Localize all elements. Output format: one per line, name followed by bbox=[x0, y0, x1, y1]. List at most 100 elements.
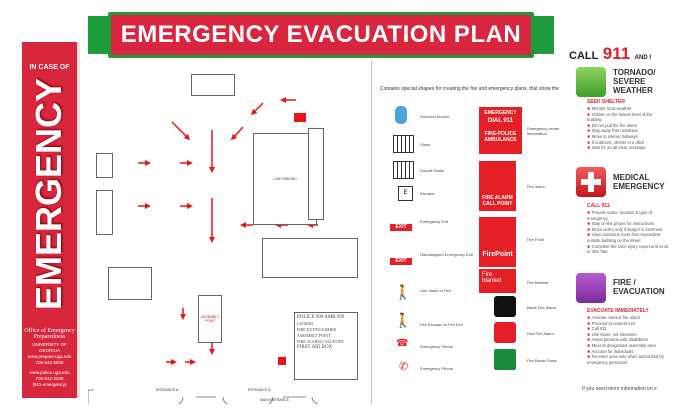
medical-list: Provide name, location & type of emergen… bbox=[587, 210, 669, 255]
list-item: Meet at designated assembly area bbox=[587, 343, 671, 349]
tornado-list: Monitor local weatherShelter on the lowe… bbox=[587, 106, 667, 151]
phone-icon: ☎ bbox=[396, 338, 409, 349]
legend-item: Black Fire Alarm bbox=[527, 305, 557, 310]
elevator-icon: E bbox=[398, 186, 413, 201]
list-item: If outdoors, shelter in a ditch bbox=[587, 140, 667, 146]
list-item: Account for individuals bbox=[587, 349, 671, 355]
stairs-icon bbox=[393, 135, 414, 153]
double-stairs-icon bbox=[393, 161, 414, 179]
section-title: FIRE / EVACUATION bbox=[613, 278, 665, 296]
legend-item: Fire Break Glass bbox=[527, 358, 557, 363]
list-item: Wait for an all-clear message bbox=[587, 145, 667, 151]
fire-alarm-legend: FIRE ALARM CALLPOINT bbox=[297, 339, 345, 344]
list-item: Provide name, location & type of emergen… bbox=[587, 210, 669, 221]
offices-column bbox=[308, 128, 324, 220]
fire-escape-icon: 🚶 bbox=[394, 312, 412, 328]
sign-text: EMERGENCY bbox=[484, 110, 517, 116]
break-glass-icon bbox=[494, 349, 516, 370]
floor-plan: CAR PARKING ASSEMBLY POINT ENTRANCE A EN… bbox=[88, 60, 372, 404]
parking-building: CAR PARKING bbox=[253, 133, 317, 225]
legend-item: Handicapped Emergency Exit bbox=[420, 252, 473, 257]
fire-alarm-sign: FIRE ALARM CALL POINT bbox=[479, 161, 516, 211]
legend-item: Use Stairs In Fire bbox=[420, 288, 451, 293]
emergency-guide: CALL 911 AND I TORNADO/ SEVERE WEATHER S… bbox=[565, 40, 680, 411]
banner-title: EMERGENCY EVACUATION PLAN bbox=[108, 12, 534, 58]
legend-item: Fire Escape on Fire Exit bbox=[420, 322, 463, 327]
legend-item: Emergency Phone bbox=[420, 366, 453, 371]
legend-item: Stairs bbox=[420, 142, 431, 147]
call-911-sub: CALL 911 bbox=[587, 203, 610, 209]
handset-icon: ✆ bbox=[399, 361, 409, 373]
legend-item: Direction Arrows bbox=[420, 114, 450, 119]
legend-item: Fire Point bbox=[527, 237, 545, 242]
list-item: Shelter on the lowest level of the build… bbox=[587, 112, 667, 123]
medical-cross-icon bbox=[576, 167, 606, 197]
tornado-title: TORNADO/ SEVERE WEATHER bbox=[613, 68, 677, 95]
main-entrance-label: MAIN ENTRANCE bbox=[260, 398, 289, 402]
university-text: UNIVERSITY OF GEORGIA bbox=[32, 342, 67, 353]
room-a bbox=[96, 153, 113, 178]
emergency-exit-icon: EXIT bbox=[390, 224, 412, 231]
legend-item: Red Fire Alarm bbox=[527, 331, 554, 336]
list-item: Assist persons with disabilities bbox=[587, 337, 671, 343]
list-item: Re-enter area only when authorized by em… bbox=[587, 354, 671, 365]
police-line: POLICE 999 AMB 999 bbox=[297, 315, 345, 320]
list-item: Use stairs, not elevators bbox=[587, 332, 671, 338]
entrance-b-label: ENTRANCE B bbox=[248, 388, 271, 392]
emergency-headline: EMERGENCY bbox=[28, 77, 69, 310]
list-item: Monitor local weather bbox=[587, 106, 667, 112]
list-item: Activate nearest fire alarm bbox=[587, 315, 671, 321]
room-c bbox=[108, 267, 152, 300]
fire-title: FIRE / EVACUATION bbox=[613, 278, 678, 296]
parked-cars bbox=[126, 70, 168, 95]
legend-item: Emergency Exit bbox=[420, 219, 449, 224]
call-number: 911 bbox=[602, 44, 631, 63]
sign-text: DIAL 911 bbox=[487, 118, 514, 124]
handicapped-exit-icon: EXIT bbox=[390, 258, 412, 265]
in-case-of-text: IN CASE OF bbox=[29, 64, 70, 71]
legend-item: Emergency center information bbox=[527, 126, 560, 136]
call-text: CALL bbox=[569, 50, 599, 62]
evacuate-sub: EVACUATE IMMEDIATELY bbox=[587, 308, 649, 314]
direction-arrows-icon bbox=[395, 106, 407, 124]
fire-evacuation-icon bbox=[576, 273, 606, 303]
first-aid-legend: FIRST AID BOX bbox=[297, 345, 333, 350]
legend-item: Double Stairs bbox=[420, 168, 445, 173]
list-item: Proceed to nearest exit bbox=[587, 321, 671, 327]
legend-title: LEGEND bbox=[297, 321, 313, 326]
fire-blanket-sign: Fire blanket bbox=[479, 269, 516, 293]
symbol-legend: Contains special shapes for creating the… bbox=[380, 84, 560, 411]
evacuation-arrows bbox=[88, 60, 372, 404]
assembly-label: ASSEMBLY POINT bbox=[200, 315, 220, 323]
web-link-2: www.police.uga.edu bbox=[29, 370, 70, 375]
emergency-center-sign: EMERGENCY DIAL 911 FIRE-POLICE AMBULANCE bbox=[479, 107, 522, 154]
assembly-legend: ASSEMBLY POINT bbox=[297, 333, 331, 338]
car-parking-label: CAR PARKING bbox=[273, 177, 297, 181]
title-banner: EMERGENCY EVACUATION PLAN bbox=[88, 12, 554, 58]
fire-point-sign: FirePoint bbox=[479, 217, 516, 267]
legend-item: Elevator bbox=[420, 191, 435, 196]
legend-item: Fire alarm bbox=[527, 184, 546, 189]
info-legend-box: POLICE 999 AMB 999 LEGEND FIRE EXTINGUIS… bbox=[294, 312, 358, 380]
parking-building-2 bbox=[262, 238, 358, 278]
and-text: AND I bbox=[634, 55, 652, 61]
list-item: Do not pull the fire alarm bbox=[587, 123, 667, 129]
assembly-point: ASSEMBLY POINT bbox=[198, 295, 222, 343]
phone-1: 706-542-5845 bbox=[35, 360, 64, 365]
call-911-header: CALL 911 AND I bbox=[569, 44, 651, 68]
sign-text: FIRE-POLICE AMBULANCE bbox=[484, 131, 517, 143]
tornado-icon bbox=[576, 67, 606, 97]
footer-text: If you need more information on e bbox=[582, 386, 657, 392]
fire-list: Activate nearest fire alarmProceed to ne… bbox=[587, 315, 671, 365]
legend-item: Emergency Phone bbox=[420, 344, 453, 349]
phone-2: 706-542-2200 bbox=[35, 376, 64, 381]
legend-intro: Contains special shapes for creating the… bbox=[380, 86, 559, 92]
fire-ext-legend: FIRE EXTINGUISHER bbox=[297, 327, 336, 332]
list-item: Move victim only if danger is imminent bbox=[587, 227, 669, 233]
entrance-a-label: ENTRANCE A bbox=[156, 388, 179, 392]
web-link-1: www.prepare.uga.edu bbox=[27, 354, 72, 359]
alt-phone: (911-emergency) bbox=[32, 382, 67, 387]
list-item: Stay away from windows bbox=[587, 128, 667, 134]
seek-shelter: SEEK SHELTER bbox=[587, 99, 625, 105]
section-title: TORNADO/ SEVERE WEATHER bbox=[613, 68, 656, 95]
